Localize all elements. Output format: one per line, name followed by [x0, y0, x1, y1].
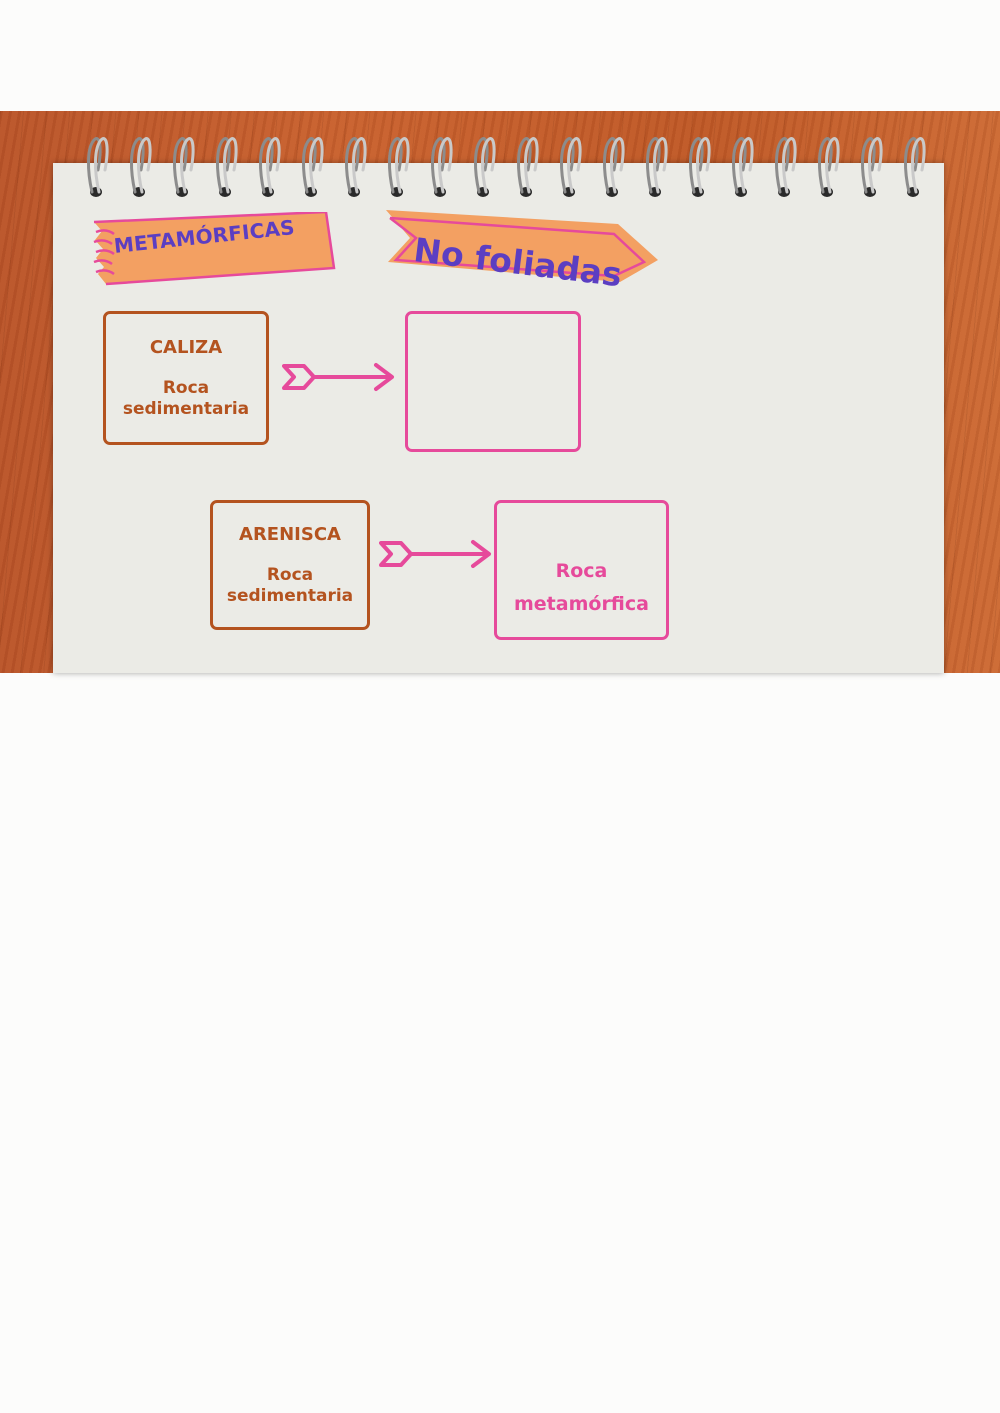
spiral-ring	[216, 137, 238, 197]
spiral-ring	[173, 137, 195, 197]
spiral-ring	[431, 137, 453, 197]
double-chevron-arrow-right-icon	[379, 540, 491, 568]
target-box-roca-metamorfica: Roca metamórfica	[494, 500, 669, 640]
spiral-ring	[474, 137, 496, 197]
spiral-ring	[87, 137, 109, 197]
source-rock-name: ARENISCA	[239, 523, 341, 545]
category-tag: METAMÓRFICAS	[88, 212, 338, 292]
spiral-ring	[130, 137, 152, 197]
spiral-ring	[861, 137, 883, 197]
spiral-ring	[517, 137, 539, 197]
spiral-ring	[560, 137, 582, 197]
target-answer-box[interactable]	[405, 311, 581, 452]
spiral-ring	[646, 137, 668, 197]
target-rock-type: Roca metamórfica	[514, 560, 649, 615]
spiral-ring	[775, 137, 797, 197]
source-box-caliza: CALIZA Roca sedimentaria	[103, 311, 269, 445]
spiral-ring	[732, 137, 754, 197]
spiral-ring	[904, 137, 926, 197]
spiral-ring	[603, 137, 625, 197]
source-rock-type: Roca sedimentaria	[122, 377, 250, 419]
spiral-ring	[302, 137, 324, 197]
spiral-binding-icon	[87, 137, 926, 197]
spiral-ring	[345, 137, 367, 197]
source-box-arenisca: ARENISCA Roca sedimentaria	[210, 500, 370, 630]
source-rock-name: CALIZA	[149, 336, 223, 358]
double-chevron-arrow-right-icon	[282, 363, 394, 391]
spiral-ring	[689, 137, 711, 197]
spiral-ring	[388, 137, 410, 197]
spiral-ring	[259, 137, 281, 197]
source-rock-type: Roca sedimentaria	[226, 564, 354, 606]
subcategory-tag: No foliadas	[382, 204, 667, 296]
spiral-ring	[818, 137, 840, 197]
